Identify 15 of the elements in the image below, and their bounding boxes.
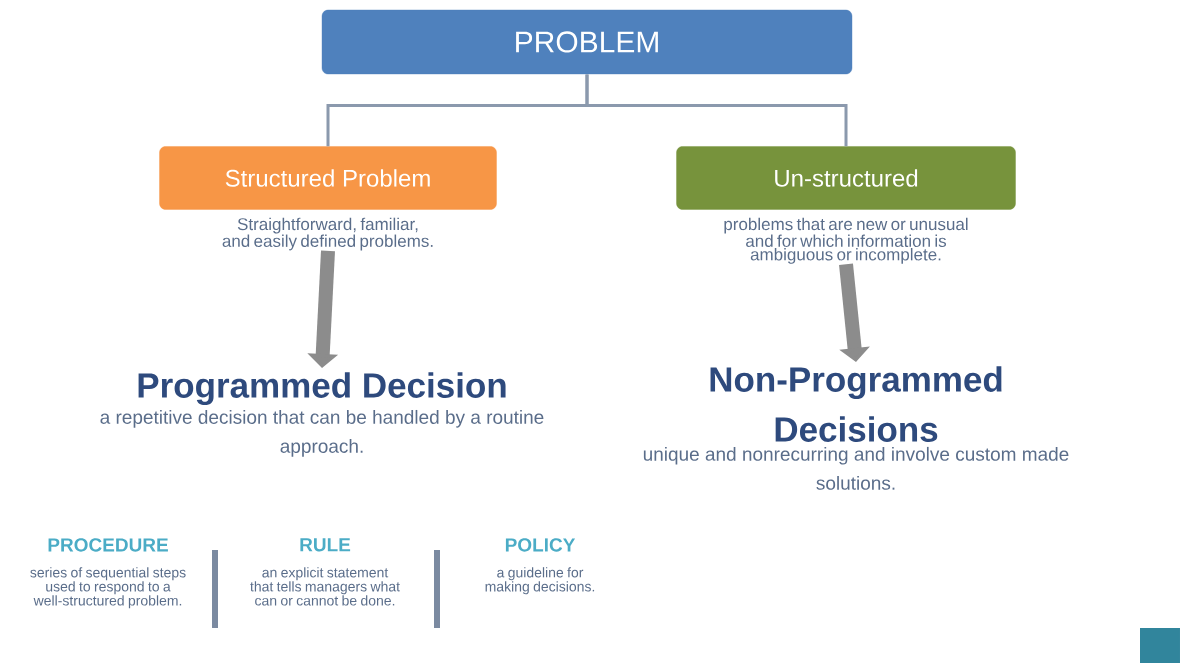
category-box: Structured Problem	[159, 146, 497, 210]
term-heading: POLICY	[505, 538, 576, 552]
decision-heading: Non-Programmed Decisions unique and nonrecurring and involve custom made solutions.	[643, 366, 1069, 490]
description-text: Straightforward, familiar, and easily defined problems.	[222, 217, 433, 251]
problem-box: PROBLEM	[321, 9, 853, 75]
term-heading: RULE	[300, 538, 351, 552]
connector-line	[585, 74, 848, 147]
term-definition: an explicit statement that tells managers what can or cannot be done.	[250, 567, 400, 606]
description-text: problems that are new or unusual and for which information is ambiguous or incomplete.	[724, 217, 968, 264]
down-arrow	[839, 263, 870, 362]
category-box: Un-structured	[676, 146, 1016, 210]
decision-heading: Programmed Decision a repetitive decision that can be handled by a routine approach.	[100, 372, 544, 457]
term-definition: a guideline for making decisions.	[485, 567, 595, 595]
term-heading: PROCEDURE	[48, 538, 168, 552]
term-definition: series of sequential steps used to respond to a well-structured problem.	[30, 567, 186, 609]
